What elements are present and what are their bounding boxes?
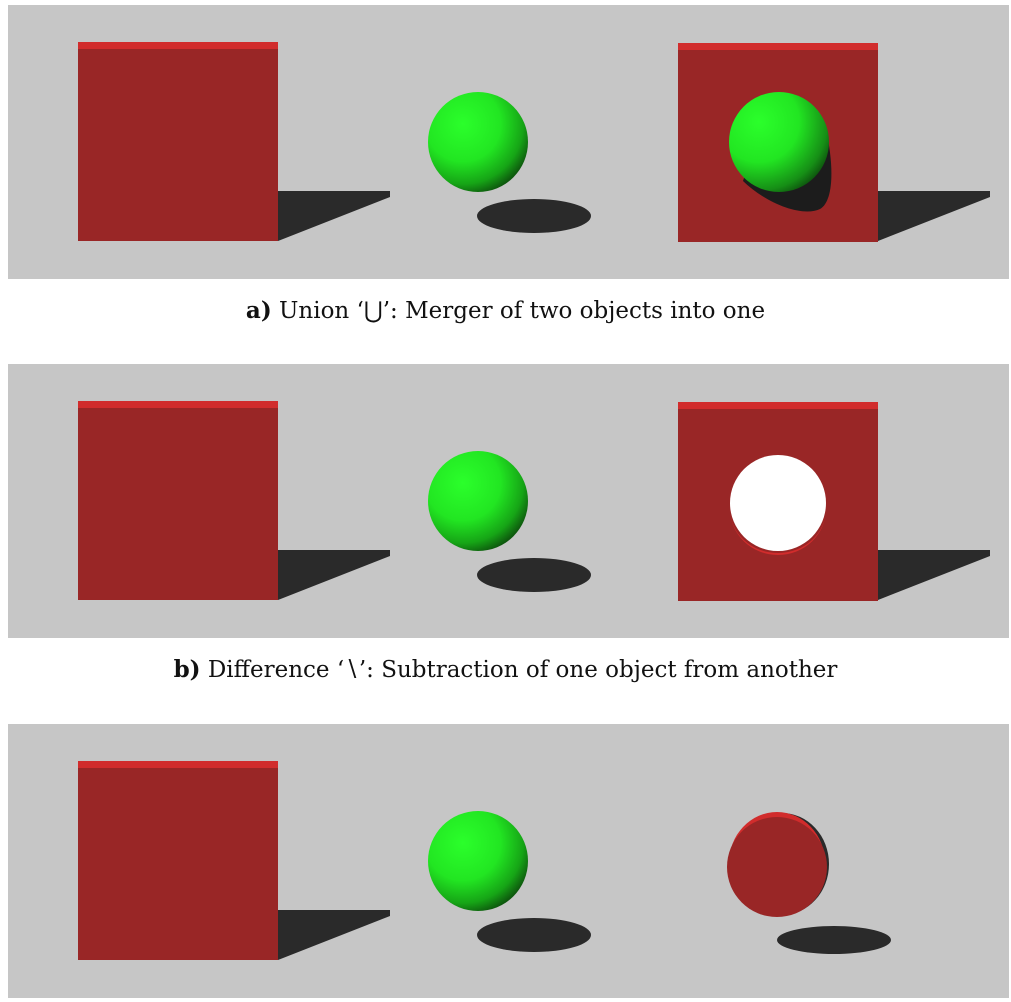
union-illustration xyxy=(78,42,990,242)
difference-symbol: ∖ xyxy=(344,657,359,683)
sphere-shadow xyxy=(477,199,591,233)
cube-top-edge xyxy=(78,401,278,408)
caption-operation-name: Difference xyxy=(207,657,330,683)
cube xyxy=(78,401,278,600)
cube xyxy=(78,42,278,241)
intersection-illustration xyxy=(78,761,891,960)
result-shadow xyxy=(878,550,990,600)
cube-shadow xyxy=(278,550,390,600)
caption-description: Merger of two objects into one xyxy=(405,298,766,324)
cube xyxy=(78,761,278,960)
sphere xyxy=(428,92,528,192)
sphere-shadow xyxy=(477,918,591,952)
cube-top-edge xyxy=(78,42,278,49)
caption-letter: b) xyxy=(173,656,201,683)
union-panel xyxy=(8,5,1009,279)
result-shadow xyxy=(878,191,990,241)
intersection-panel xyxy=(8,724,1009,998)
union-symbol: ⋃ xyxy=(363,298,383,324)
difference-illustration xyxy=(78,401,990,601)
sphere-shadow xyxy=(477,558,591,592)
result-disc xyxy=(727,817,827,917)
result-sphere xyxy=(729,92,829,192)
caption-letter: a) xyxy=(245,297,272,324)
result-hole xyxy=(730,455,826,551)
result-shadow xyxy=(777,926,891,954)
caption-union: a) Union ‘⋃’: Merger of two objects into… xyxy=(245,297,766,324)
sphere xyxy=(428,811,528,911)
result-cube-top-edge xyxy=(678,43,878,50)
caption-description: Subtraction of one object from another xyxy=(381,657,838,683)
caption-operation-name: Union xyxy=(279,298,350,324)
cube-top-edge xyxy=(78,761,278,768)
cube-shadow xyxy=(278,191,390,241)
cube-shadow xyxy=(278,910,390,960)
caption-difference: b) Difference ‘∖’: Subtraction of one ob… xyxy=(173,656,838,683)
sphere xyxy=(428,451,528,551)
result-cube-top-edge xyxy=(678,402,878,409)
difference-panel xyxy=(8,364,1009,638)
